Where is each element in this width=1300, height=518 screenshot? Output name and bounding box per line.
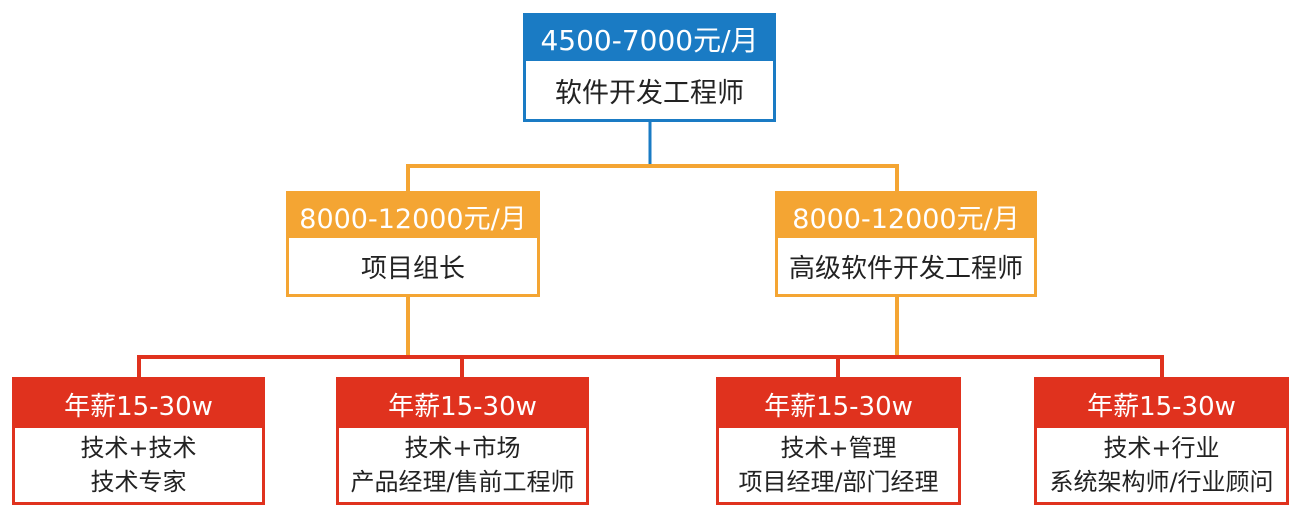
- node-path-line: 技术+技术: [80, 434, 197, 462]
- node-salary: 4500-7000元/月: [526, 16, 773, 61]
- node-senior-engineer: 8000-12000元/月 高级软件开发工程师: [775, 191, 1037, 297]
- node-role-line: 系统架构师/行业顾问: [1049, 468, 1274, 496]
- node-system-architect: 年薪15-30w 技术+行业 系统架构师/行业顾问: [1034, 377, 1289, 505]
- node-title: 高级软件开发工程师: [778, 238, 1034, 294]
- node-title: 技术+管理 项目经理/部门经理: [719, 428, 958, 502]
- node-title-text: 项目组长: [360, 253, 465, 284]
- node-salary: 8000-12000元/月: [778, 194, 1034, 238]
- node-salary: 年薪15-30w: [15, 380, 262, 428]
- node-product-manager: 年薪15-30w 技术+市场 产品经理/售前工程师: [336, 377, 589, 505]
- node-title: 技术+技术 技术专家: [15, 428, 262, 502]
- connector-mid-bar: [406, 164, 899, 191]
- node-title: 技术+市场 产品经理/售前工程师: [339, 428, 586, 502]
- node-software-engineer: 4500-7000元/月 软件开发工程师: [523, 13, 776, 122]
- node-salary: 年薪15-30w: [1037, 380, 1286, 428]
- node-role-line: 产品经理/售前工程师: [350, 468, 575, 496]
- node-tech-expert: 年薪15-30w 技术+技术 技术专家: [12, 377, 265, 505]
- node-project-leader: 8000-12000元/月 项目组长: [286, 191, 540, 297]
- node-salary: 年薪15-30w: [339, 380, 586, 428]
- node-path-line: 技术+管理: [780, 434, 897, 462]
- node-title: 项目组长: [289, 238, 537, 294]
- node-project-manager: 年薪15-30w 技术+管理 项目经理/部门经理: [716, 377, 961, 505]
- node-path-line: 技术+市场: [404, 434, 521, 462]
- node-title: 软件开发工程师: [526, 61, 773, 119]
- node-salary: 8000-12000元/月: [289, 194, 537, 238]
- node-role-line: 项目经理/部门经理: [738, 468, 939, 496]
- node-title-text: 高级软件开发工程师: [788, 253, 1023, 284]
- connector-leaf-bar: [137, 355, 1164, 377]
- node-title-text: 软件开发工程师: [555, 77, 744, 109]
- node-path-line: 技术+行业: [1103, 434, 1220, 462]
- node-title: 技术+行业 系统架构师/行业顾问: [1037, 428, 1286, 502]
- node-role-line: 技术专家: [90, 468, 187, 496]
- node-salary: 年薪15-30w: [719, 380, 958, 428]
